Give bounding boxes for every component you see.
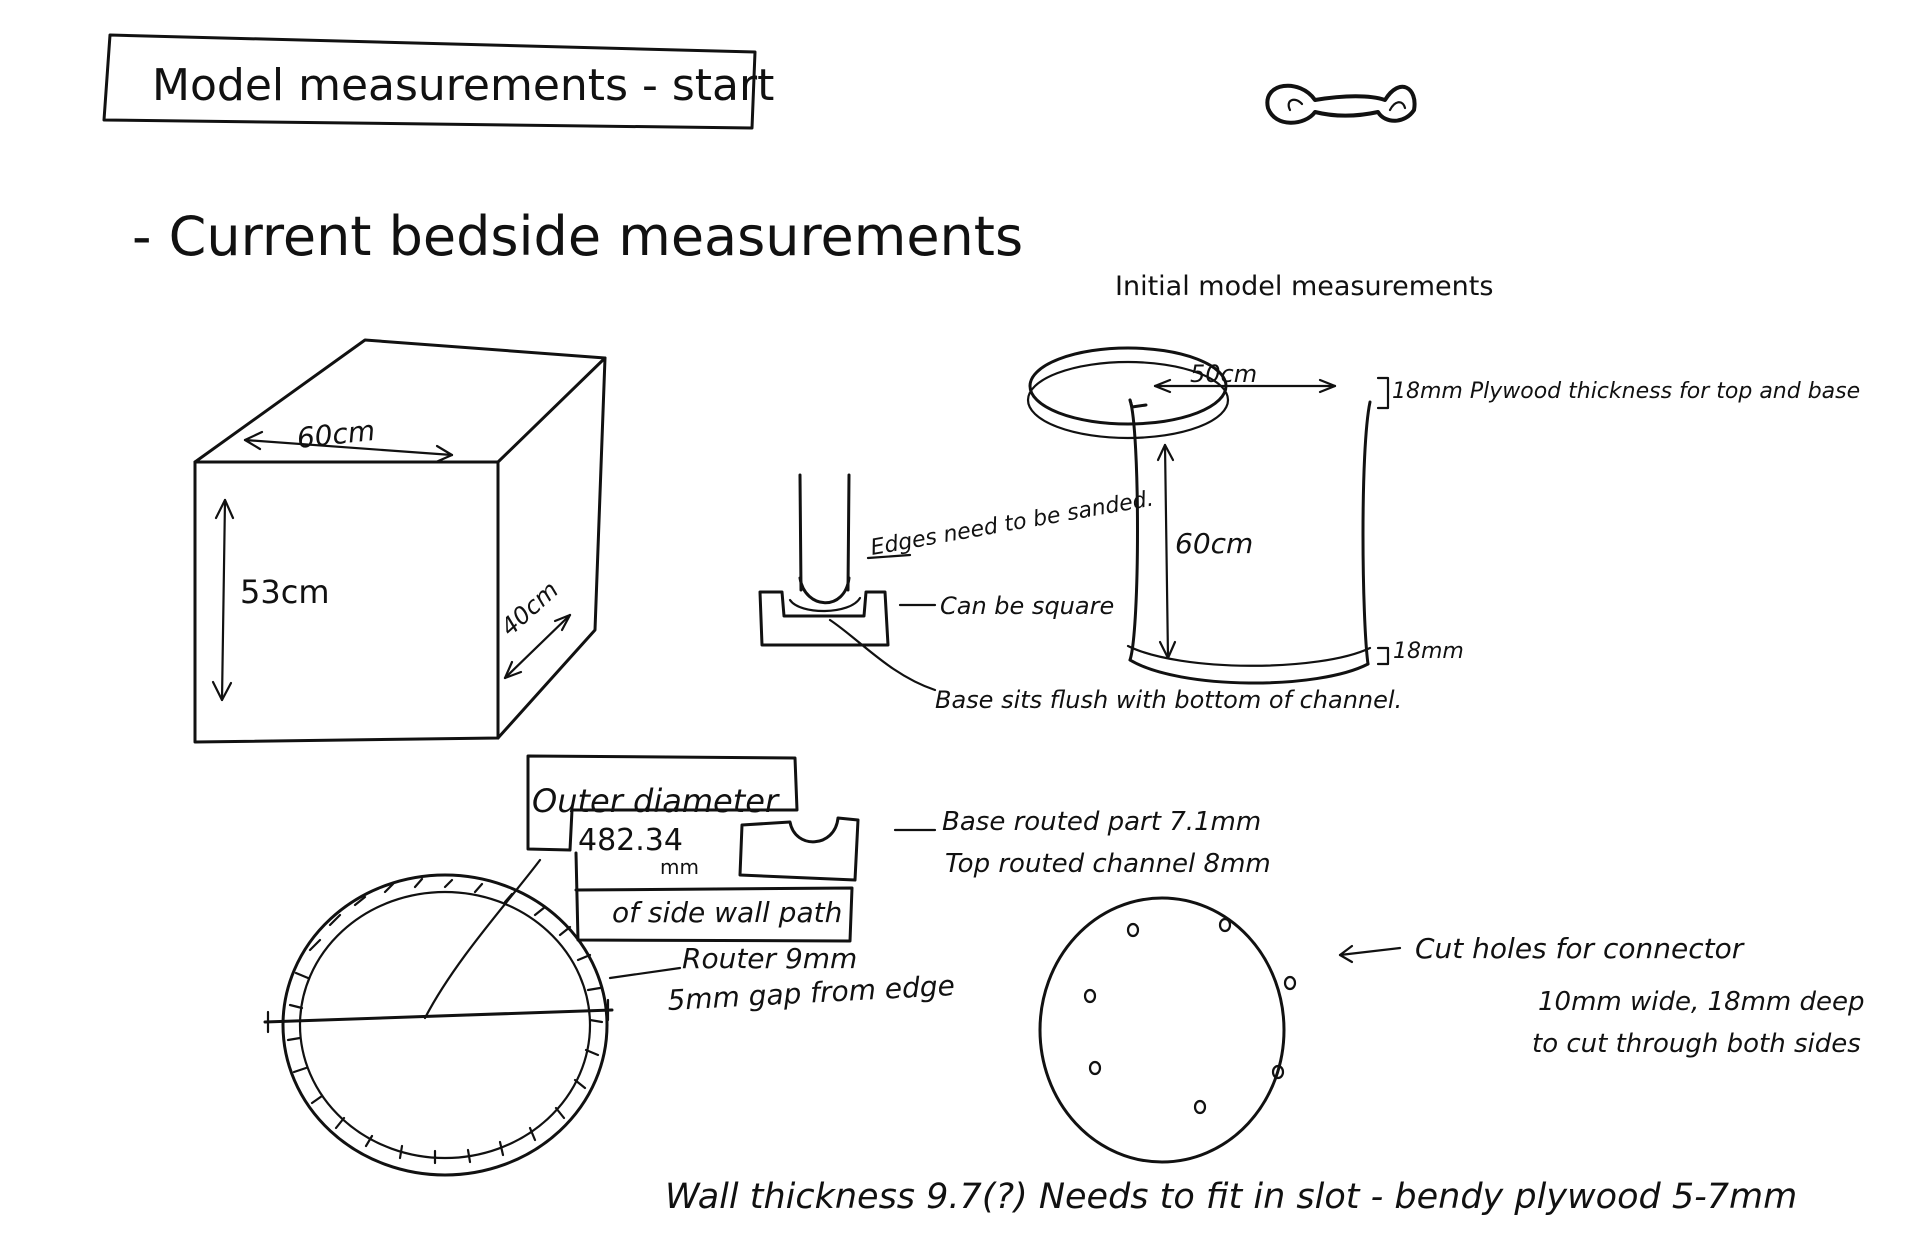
base-routed-note: Base routed part 7.1mm [942,807,1261,837]
outer-diameter-unit: mm [660,855,699,879]
cylinder-diameter-label: 50cm [1190,360,1257,388]
connector-clip-sketch [1265,83,1417,125]
top-routed-note: Top routed channel 8mm [945,849,1271,879]
cylinder-model-sketch [1026,346,1390,685]
note-can-be-square: Can be square [940,592,1114,620]
box-height-label: 53cm [240,573,329,611]
connector-plate-sketch [1038,896,1402,1164]
holes-through-note: to cut through both sides [1532,1029,1861,1059]
outer-diameter-desc: of side wall path [612,896,842,929]
router-hatching [286,877,604,1165]
connector-holes [1083,917,1297,1115]
router-note: Router 9mm [682,942,857,975]
outer-diameter-value: 482.34 [578,823,683,858]
wall-thickness-note: Wall thickness 9.7(?) Needs to fit in sl… [665,1177,1797,1217]
note-edges-sanded: Edges need to be sanded. [869,487,1156,561]
heading-initial-model: Initial model measurements [1115,271,1493,302]
holes-title-note: Cut holes for connector [1415,932,1745,965]
bottom-thickness-label: 18mm [1393,639,1464,664]
heading-current-bedside: - Current bedside measurements [132,205,1023,268]
gap-note: 5mm gap from edge [667,969,956,1017]
holes-size-note: 10mm wide, 18mm deep [1538,987,1865,1017]
bedside-box-sketch [193,338,607,744]
plywood-thickness-note: 18mm Plywood thickness for top and base [1392,379,1860,404]
channel-section-sketch [758,473,937,692]
box-width-label: 60cm [295,414,376,455]
outer-diameter-box [526,754,937,943]
page-title: Model measurements - start [152,60,774,111]
base-plate-sketch [263,858,682,1177]
outer-diameter-title: Outer diameter [532,782,780,820]
note-base-flush: Base sits flush with bottom of channel. [935,686,1402,714]
cylinder-height-label: 60cm [1175,527,1253,560]
title-box: Model measurements - start [102,33,774,130]
